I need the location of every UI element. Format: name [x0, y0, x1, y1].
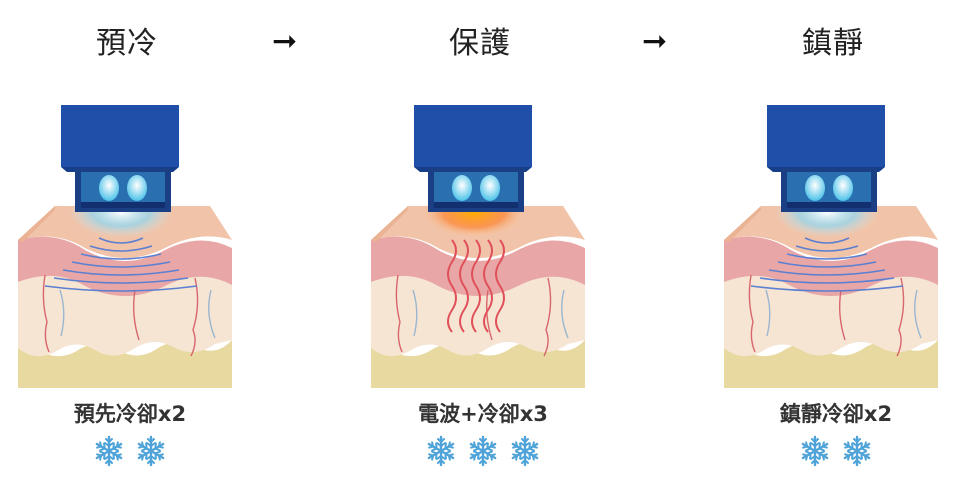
- blood-vessel: [208, 289, 216, 339]
- cooling-wave: [44, 285, 198, 292]
- heat-wave: [459, 239, 469, 333]
- step-1-illustration: [18, 105, 232, 388]
- blood-vessel: [485, 289, 493, 341]
- cooling-wave: [53, 277, 189, 284]
- applicator-tip: [787, 202, 871, 208]
- step-3-title: 鎮靜: [802, 26, 864, 61]
- cooling-wave: [795, 245, 859, 252]
- step-2-illustration: [371, 105, 585, 388]
- blood-vessel: [838, 289, 846, 341]
- cooling-wave: [80, 253, 162, 260]
- dermis-layer: [371, 236, 585, 296]
- step-1-title: 預冷: [96, 26, 158, 61]
- lamp-right: [127, 175, 147, 201]
- snowflake-icon: [469, 435, 497, 467]
- fat-base-layer: [371, 340, 585, 388]
- blood-vessel: [765, 289, 771, 337]
- blood-vessel: [395, 274, 403, 353]
- cooling-wave: [804, 237, 850, 244]
- lamp-right: [833, 175, 853, 201]
- cooling-wave: [750, 285, 904, 292]
- applicator-window: [434, 172, 518, 206]
- blood-vessel: [914, 289, 922, 339]
- lamp-left: [805, 175, 825, 201]
- lamp-left: [452, 175, 472, 201]
- blood-vessel: [412, 289, 418, 337]
- applicator-body: [767, 105, 885, 167]
- heat-wave: [495, 239, 505, 333]
- cooling-wave: [777, 261, 877, 268]
- fat-base-layer: [18, 340, 232, 388]
- cooling-wave: [98, 237, 144, 244]
- snowflake-icon: [427, 435, 455, 467]
- applicator-tip: [434, 202, 518, 208]
- snowflake-icon: [843, 435, 871, 467]
- lamp-right: [480, 175, 500, 201]
- blood-vessel: [561, 289, 569, 339]
- lamp-left: [99, 175, 119, 201]
- applicator-tip: [81, 202, 165, 208]
- blood-vessel: [42, 274, 50, 353]
- step-3-caption: 鎮靜冷卻x2: [779, 402, 893, 426]
- snowflake-icon: [801, 435, 829, 467]
- cooling-wave: [71, 261, 171, 268]
- cooling-wave: [62, 269, 180, 276]
- blood-vessel: [896, 277, 905, 357]
- arrow-right-icon: ➞: [272, 24, 298, 59]
- arrow-right-icon: ➞: [642, 24, 668, 59]
- heat-wave: [483, 239, 493, 333]
- blood-vessel: [543, 277, 552, 357]
- step-2-title: 保護: [449, 26, 511, 61]
- applicator-body: [61, 105, 179, 167]
- blood-vessel: [190, 277, 199, 357]
- snowflake-icon: [137, 435, 165, 467]
- heat-wave: [447, 239, 457, 333]
- step-2-snowflakes: [363, 434, 603, 472]
- cooling-wave: [768, 269, 886, 276]
- step-1-snowflakes: [10, 434, 250, 472]
- fat-base-layer: [724, 340, 938, 388]
- applicator-window: [787, 172, 871, 206]
- skin-edge: [18, 206, 55, 242]
- heat-wave: [471, 239, 481, 333]
- cooling-wave: [786, 253, 868, 260]
- subcutaneous-layer: [371, 272, 585, 357]
- cooling-wave: [89, 245, 153, 252]
- blood-vessel: [59, 289, 65, 337]
- subcutaneous-layer: [724, 272, 938, 357]
- step-2-caption: 電波+冷卻x3: [418, 402, 548, 426]
- subcutaneous-layer: [18, 272, 232, 357]
- blood-vessel: [132, 289, 140, 341]
- cooling-wave: [759, 277, 895, 284]
- skin-edge: [371, 206, 408, 242]
- step-3-illustration: [724, 105, 938, 388]
- snowflake-icon: [511, 435, 539, 467]
- applicator-window: [81, 172, 165, 206]
- snowflake-icon: [95, 435, 123, 467]
- skin-edge: [724, 206, 761, 242]
- blood-vessel: [748, 274, 756, 353]
- step-1-caption: 預先冷卻x2: [73, 402, 187, 426]
- applicator-body: [414, 105, 532, 167]
- step-3-snowflakes: [716, 434, 956, 472]
